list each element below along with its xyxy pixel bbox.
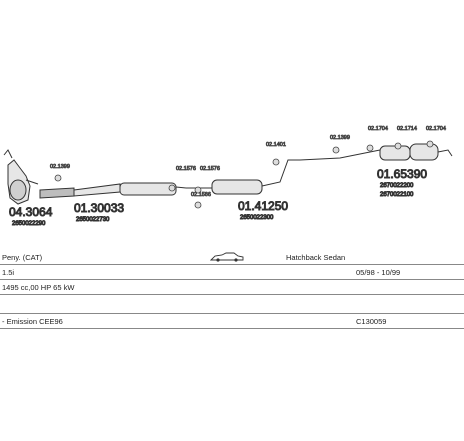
rear-silencer-part[interactable]: 01.65390 2670022200 2670022100	[299, 143, 453, 199]
part-number-main: 01.30033	[74, 201, 124, 215]
hanger-icon	[394, 142, 402, 150]
callout-label: 02.1586	[191, 192, 211, 198]
hanger-icon	[366, 144, 374, 152]
production-dates: 05/98 - 10/99	[356, 268, 401, 277]
info-row-specs: 1495 cc,00 HP 65 kW	[0, 280, 464, 295]
callout-label: 02.1399	[330, 135, 350, 141]
part-number-sub: 2670022200	[380, 183, 414, 189]
catalytic-converter-part[interactable]: 04.3064 2650022290	[3, 149, 53, 228]
model-name: Peny. (CAT)	[2, 253, 43, 262]
part-number-sub: 2650022290	[12, 221, 46, 227]
body-type: Hatchback Sedan	[286, 253, 346, 262]
info-row-emission: - Emission CEE96 C130059	[0, 314, 464, 329]
car-body-icon	[209, 252, 244, 264]
gasket-icon	[54, 174, 62, 182]
callout-label: 02.1714	[397, 126, 417, 132]
callout-label: 02.1576	[200, 166, 220, 172]
hanger-icon	[426, 140, 434, 148]
info-row-engine: 1.5i 05/98 - 10/99	[0, 265, 464, 280]
hanger-icon	[272, 158, 280, 166]
callout-label: 02.1399	[50, 164, 70, 170]
exhaust-diagram: 04.3064 2650022290 01.30033 2650022730 0…	[3, 126, 453, 228]
kit-code: C130059	[356, 317, 387, 326]
front-pipe-part[interactable]: 01.30033 2650022730	[39, 182, 187, 224]
middle-silencer-part[interactable]: 01.41250 2650022300	[186, 159, 300, 222]
clamp-icon	[194, 201, 202, 209]
info-row-spacer	[0, 295, 464, 314]
part-number-main: 01.41250	[238, 199, 288, 213]
hanger-icon	[194, 186, 202, 194]
callout-label: 02.1401	[266, 142, 286, 148]
gasket-icon	[168, 184, 176, 192]
part-number-main: 01.65390	[377, 167, 427, 181]
part-number-main: 04.3064	[9, 205, 53, 219]
callout-label: 02.1704	[426, 126, 446, 132]
gasket-icon	[332, 146, 340, 154]
engine-specs: 1495 cc,00 HP 65 kW	[2, 283, 75, 292]
part-number-sub: 2650022730	[76, 217, 110, 223]
callout-label: 02.1704	[368, 126, 388, 132]
engine-size: 1.5i	[2, 268, 15, 277]
part-number-sub: 2650022300	[240, 215, 274, 221]
info-row-model: Peny. (CAT) Hatchback Sedan	[0, 250, 464, 265]
part-number-sub: 2670022100	[380, 192, 414, 198]
emission-standard: - Emission CEE96	[2, 317, 63, 326]
vehicle-info-table: Peny. (CAT) Hatchback Sedan 1.5i 05/98 -…	[0, 250, 464, 329]
callout-label: 02.1576	[176, 166, 196, 172]
callouts: 02.1399 02.1576 02.1576 02.1586 02.1401 …	[50, 126, 446, 209]
